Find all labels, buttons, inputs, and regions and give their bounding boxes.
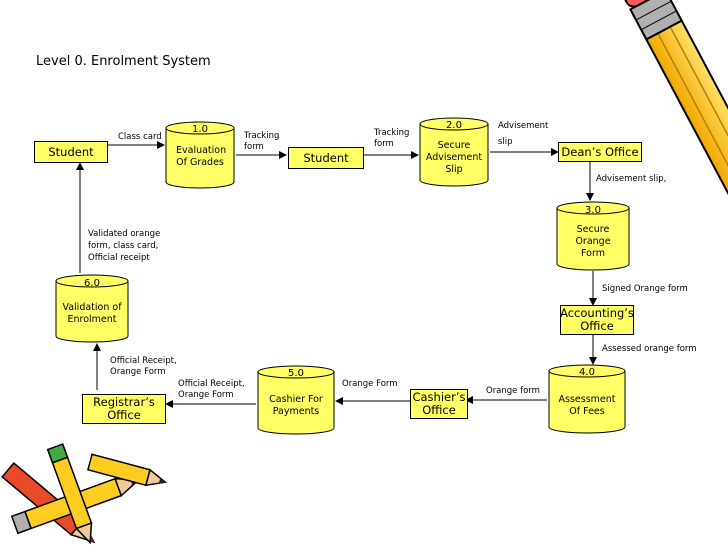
process-5-number: 5.0 — [288, 368, 304, 379]
flow-label-official-receipt-2: Official Receipt, Orange Form — [110, 356, 177, 377]
flow-label-tracking-form-2: Tracking form — [374, 128, 410, 149]
process-4-number: 4.0 — [579, 367, 595, 378]
process-6-name: Validation of Enrolment — [62, 302, 122, 325]
process-1-number: 1.0 — [192, 124, 208, 135]
process-3-name: Secure Orange Form — [575, 224, 611, 259]
entity-deans-office: Dean’s Office — [558, 142, 642, 162]
flow-label-assessed-orange-form: Assessed orange form — [602, 344, 697, 354]
entity-student-left: Student — [34, 141, 108, 163]
entity-registrars-office: Registrar’s Office — [82, 394, 166, 424]
entity-cashiers-office: Cashier’s Office — [410, 389, 468, 419]
flow-label-orange-form-2: Orange Form — [342, 379, 398, 389]
diagram-title: Level 0. Enrolment System — [36, 54, 211, 69]
pencil-icon — [620, 0, 728, 297]
entity-accountings-office: Accounting’s Office — [560, 305, 634, 335]
process-5-cylinder — [257, 365, 335, 435]
process-3-cylinder — [556, 201, 630, 271]
flow-label-official-receipt-1: Official Receipt, Orange Form — [178, 379, 245, 400]
process-4-name: Assessment Of Fees — [558, 394, 616, 417]
process-6-number: 6.0 — [84, 278, 100, 289]
flow-label-validated: Validated orange form, class card, Offic… — [88, 229, 161, 263]
flow-label-tracking-form-1: Tracking form — [244, 131, 280, 152]
process-1-cylinder — [165, 121, 235, 189]
process-5-name: Cashier For Payments — [269, 394, 323, 417]
process-3-number: 3.0 — [585, 205, 601, 216]
process-2-cylinder — [419, 117, 489, 187]
flow-label-advisement-slip-2: Advisement slip, — [596, 174, 667, 184]
process-1-name: Evaluation Of Grades — [176, 145, 227, 168]
process-6-cylinder — [55, 274, 129, 343]
process-2-name: Secure Advisement Slip — [425, 140, 483, 175]
flow-label-signed-orange-form: Signed Orange form — [602, 284, 688, 294]
pencils-icon — [1, 443, 168, 545]
flow-label-advisement-slip-1: Advisement slip — [498, 121, 549, 147]
flow-label-class-card: Class card — [118, 132, 162, 142]
entity-student-center: Student — [288, 147, 364, 169]
process-4-cylinder — [548, 364, 626, 434]
process-2-number: 2.0 — [446, 120, 462, 131]
flow-label-orange-form-1: Orange form — [486, 386, 540, 396]
